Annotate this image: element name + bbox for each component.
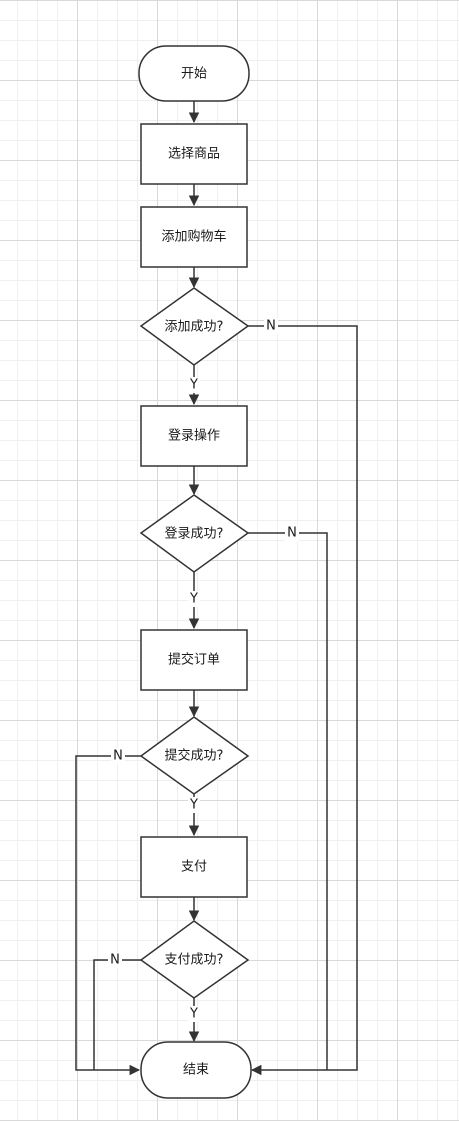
add-success-label: 添加成功? xyxy=(165,320,224,335)
submit-order-label: 提交订单 xyxy=(168,652,220,668)
add-cart-node xyxy=(140,206,248,268)
no-label: N xyxy=(266,319,276,334)
submit-success-label: 提交成功? xyxy=(165,748,224,764)
pay-success-decision xyxy=(139,920,250,999)
add-cart-label: 添加购物车 xyxy=(161,229,226,245)
login-node xyxy=(140,405,248,467)
start-label: 开始 xyxy=(181,67,207,82)
no-label: N xyxy=(110,953,120,968)
login-label: 登录操作 xyxy=(168,428,220,444)
add-success-decision xyxy=(139,287,250,366)
yes-label: Y xyxy=(189,378,198,393)
select-goods-label: 选择商品 xyxy=(168,147,220,162)
pay-node xyxy=(140,836,248,898)
edge-payfail-end xyxy=(93,959,141,1070)
login-success-decision xyxy=(139,494,250,573)
submit-order-node xyxy=(140,629,248,691)
yes-label: Y xyxy=(189,1007,198,1022)
yes-label: Y xyxy=(189,592,198,607)
edge-submitfail-end xyxy=(75,755,141,1076)
pay-label: 支付 xyxy=(181,860,207,875)
start-node xyxy=(138,45,250,102)
select-goods-node xyxy=(140,123,248,185)
login-success-label: 登录成功? xyxy=(165,527,224,542)
yes-label: Y xyxy=(189,798,198,813)
end-node xyxy=(140,1041,252,1099)
no-label: N xyxy=(113,749,123,764)
end-label: 结束 xyxy=(183,1063,209,1078)
no-label: N xyxy=(287,526,297,541)
pay-success-label: 支付成功? xyxy=(165,953,224,968)
submit-success-decision xyxy=(139,716,250,795)
edge-loginfail-end xyxy=(248,532,328,1070)
edge-addfail-end xyxy=(248,325,358,1076)
